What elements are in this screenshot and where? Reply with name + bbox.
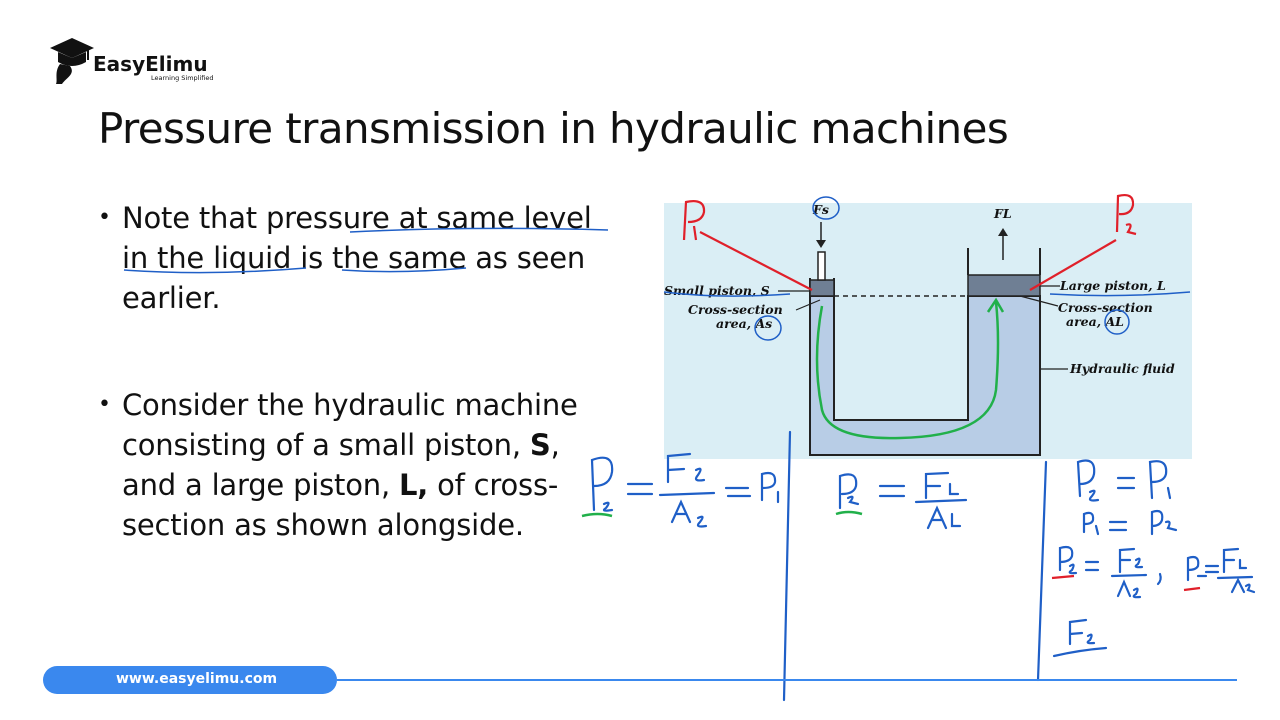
cross-section-large-label: Cross-section [1058,300,1153,315]
handwritten-circles [754,196,1130,341]
handwritten-equations [590,430,1256,702]
slide-title: Pressure transmission in hydraulic machi… [98,104,1009,153]
handwritten-underlines [123,227,1191,297]
brand-logo: EasyElimu Learning Simplified [48,36,228,86]
fl-arrow-head [998,228,1008,236]
large-piston-label: Large piston, L [1059,278,1166,293]
leader-line [1019,295,1059,307]
fs-label: Fs [812,202,829,217]
cross-section-large-area: area, AL [1066,314,1124,329]
handwritten-red-annotations [682,193,1201,592]
bullet-2-bold-l: L, [398,468,429,502]
leader-line [795,299,821,311]
hydraulic-fluid-label: Hydraulic fluid [1069,361,1175,376]
bullet-2-part: of cross-section as shown alongside. [122,468,559,542]
bullet-marker: • [98,392,111,417]
small-piston-rod [817,251,826,281]
bullet-2-part: , and a large piston, [122,428,560,502]
bullet-2-part: Consider the hydraulic machine consistin… [122,388,578,462]
large-piston [967,274,1041,297]
bullet-2-text: Consider the hydraulic machine consistin… [122,385,592,545]
fl-label: FL [993,206,1012,221]
footer-url: www.easyelimu.com [116,671,278,687]
fs-arrow-head [816,240,826,248]
cross-section-small-area: area, As [716,316,772,331]
footer-line [337,679,1237,681]
diagram-background [664,203,1192,459]
brand-tagline: Learning Simplified [151,74,214,82]
bullet-2-bold-s: S [529,428,551,462]
small-piston [809,279,835,297]
bullet-marker: • [98,205,111,230]
graduation-cap-icon [50,38,94,84]
footer-url-pill: www.easyelimu.com [43,666,337,694]
cross-section-small-label: Cross-section [688,302,783,317]
bullet-1-text: Note that pressure at same level in the … [122,201,592,315]
handwritten-green-path [581,297,1005,518]
brand-name: EasyElimu [93,52,208,76]
